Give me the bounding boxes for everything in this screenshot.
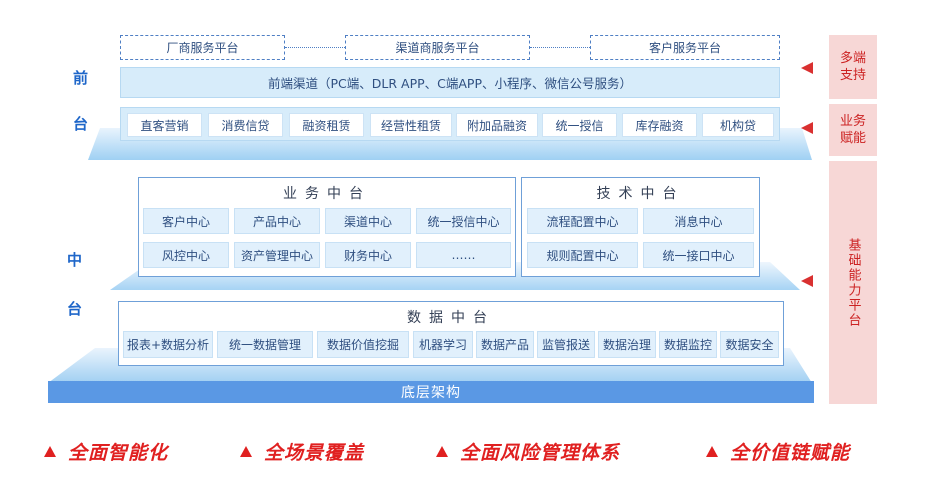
- business-center-item: 渠道中心: [325, 208, 411, 234]
- chevron-left-icon: [801, 62, 813, 74]
- business-center-item: 风控中心: [143, 242, 229, 268]
- base-platform-label: 基础能力平台: [845, 237, 861, 328]
- platform-manufacturer: 厂商服务平台: [120, 35, 285, 60]
- front-biz-item: 机构贷: [702, 113, 774, 137]
- front-biz-item: 融资租赁: [289, 113, 364, 137]
- front-channel-bar: 前端渠道（PC端、DLR APP、C端APP、小程序、微信公号服务）: [120, 67, 780, 98]
- data-center-item: 统一数据管理: [217, 331, 313, 358]
- front-biz-item: 统一授信: [542, 113, 617, 137]
- data-center-item: 数据价值挖掘: [317, 331, 409, 358]
- data-center-item: 监管报送: [537, 331, 595, 358]
- business-center-title: 业务中台: [283, 186, 371, 202]
- business-center-item: 客户中心: [143, 208, 229, 234]
- front-label-1: 前: [73, 69, 89, 87]
- footer-tag: 全面风险管理体系: [436, 438, 620, 465]
- business-center-item: 产品中心: [234, 208, 320, 234]
- platform-connector: [530, 47, 590, 48]
- middle-label-1: 中: [67, 251, 83, 269]
- footer-tag: 全场景覆盖: [240, 438, 364, 465]
- data-center-item: 报表+数据分析: [123, 331, 213, 358]
- base-platform-box: 基础能力平台: [829, 161, 877, 404]
- front-biz-item: 经营性租赁: [370, 113, 452, 137]
- footer-tag-text: 全场景覆盖: [264, 442, 365, 464]
- triangle-up-icon: [44, 446, 56, 457]
- data-center-item: 机器学习: [413, 331, 473, 358]
- platform-connector: [285, 47, 345, 48]
- bottom-architecture-bar: 底层架构: [48, 381, 814, 403]
- front-biz-item: 消费信贷: [208, 113, 283, 137]
- business-center-item: 资产管理中心: [234, 242, 320, 268]
- front-biz-item: 直客营销: [127, 113, 202, 137]
- front-biz-item: 库存融资: [622, 113, 697, 137]
- data-center-item: 数据安全: [720, 331, 779, 358]
- platform-dealer: 渠道商服务平台: [345, 35, 530, 60]
- front-label-2: 台: [73, 115, 89, 133]
- tech-center-item: 规则配置中心: [527, 242, 638, 268]
- triangle-up-icon: [240, 446, 252, 457]
- data-center-item: 数据治理: [598, 331, 656, 358]
- data-center-item: 数据产品: [476, 331, 534, 358]
- business-center-item: 统一授信中心: [416, 208, 511, 234]
- front-biz-item: 附加品融资: [456, 113, 538, 137]
- tech-center-item: 统一接口中心: [643, 242, 754, 268]
- tech-center-title: 技术中台: [596, 186, 685, 202]
- footer-tag-text: 全价值链赋能: [730, 442, 851, 464]
- tech-center-item: 消息中心: [643, 208, 754, 234]
- middle-label-2: 台: [67, 300, 83, 318]
- business-center-item: ……: [416, 242, 511, 268]
- triangle-up-icon: [436, 446, 448, 457]
- footer-tag: 全价值链赋能: [706, 438, 850, 465]
- business-center-item: 财务中心: [325, 242, 411, 268]
- footer-tag-text: 全面智能化: [68, 442, 169, 464]
- tech-center-item: 流程配置中心: [527, 208, 638, 234]
- chevron-left-icon: [801, 275, 813, 287]
- footer-tag: 全面智能化: [44, 438, 168, 465]
- footer-tag-text: 全面风险管理体系: [460, 442, 621, 464]
- data-center-title: 数据中台: [407, 310, 495, 326]
- platform-customer: 客户服务平台: [590, 35, 780, 60]
- multi-terminal-label: 多端 支持: [829, 35, 877, 99]
- chevron-left-icon: [801, 122, 813, 134]
- business-enable-label: 业务 赋能: [829, 104, 877, 156]
- triangle-up-icon: [706, 446, 718, 457]
- data-center-item: 数据监控: [659, 331, 717, 358]
